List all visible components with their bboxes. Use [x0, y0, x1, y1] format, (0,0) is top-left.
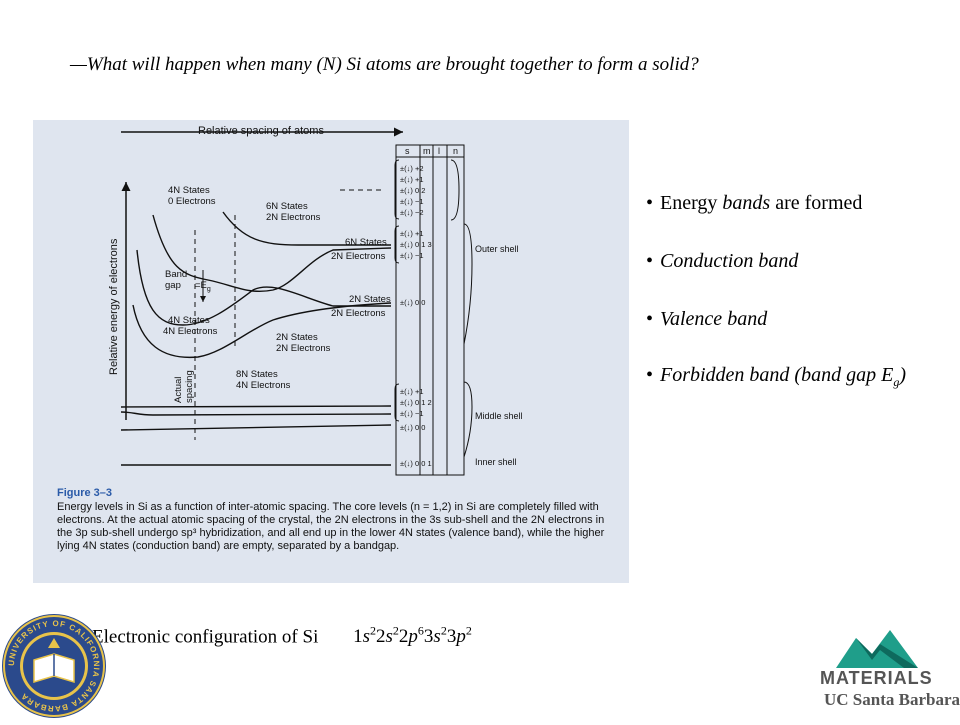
middle-shell-line-1: [120, 405, 392, 408]
y-axis-label: Relative energy of electrons: [108, 238, 120, 375]
table-row: ±(↓) +1: [400, 229, 424, 238]
label-0-electrons: 0 Electrons: [168, 196, 216, 207]
label-2n-electrons-mid: 2N Electrons: [266, 212, 321, 223]
figure-caption: Figure 3–3 Energy levels in Si as a func…: [57, 487, 617, 553]
middle-shell-label: Middle shell: [475, 411, 523, 421]
quantum-table-frame: [395, 144, 465, 476]
table-header-m: m: [423, 146, 431, 156]
table-row: ±(↓) 0 0: [400, 423, 425, 432]
materials-logo-subtitle: UC Santa Barbara: [824, 690, 960, 709]
table-row: ±(↓) −2: [400, 208, 424, 217]
band-diagram-figure: Relative spacing of atoms Relative energ…: [33, 120, 629, 583]
label-2n-states-right: 2N States: [349, 294, 391, 305]
slide-title: —What will happen when many (N) Si atoms…: [70, 54, 699, 75]
label-4n-electrons-bottom: 4N Electrons: [236, 380, 291, 391]
table-row: ±(↓) 0 0: [400, 298, 425, 307]
electron-configuration: Electronic configuration of Si 1s22s22p6…: [92, 624, 472, 648]
materials-logo: MATERIALS UC Santa Barbara: [820, 628, 960, 720]
table-row: ±(↓) 0 1 3: [400, 240, 432, 249]
electron-configuration-formula: 1s22s22p63s23p2: [353, 624, 472, 648]
table-row: ±(↓) 0 2: [400, 186, 425, 195]
label-gap: gap: [165, 280, 181, 291]
table-row: ±(↓) 0 0 1: [400, 459, 432, 468]
bullet-energy-bands: •Energy bands are formed: [646, 192, 863, 214]
materials-logo-mark: [836, 630, 918, 668]
bullet-valence-band: •Valence band: [646, 308, 768, 330]
label-2n-states-center: 2N States: [276, 332, 318, 343]
label-2n-electrons-right: 2N Electrons: [331, 251, 386, 262]
middle-brace: [394, 383, 400, 422]
outer-brace-2: [394, 225, 400, 264]
label-4n-states-low: 4N States: [168, 315, 210, 326]
upper-band-curve-2: [222, 211, 391, 246]
table-row: ±(↓) −1: [400, 251, 424, 260]
upper-band-curve: [152, 214, 392, 293]
outer-brace-1: [394, 159, 400, 220]
l-brace-outer: [450, 159, 460, 221]
table-row: ±(↓) +2: [400, 164, 424, 173]
electron-configuration-label: Electronic configuration of Si: [92, 626, 319, 648]
table-row: ±(↓) +1: [400, 175, 424, 184]
table-header-s: s: [405, 146, 410, 156]
label-6n-states-right: 6N States: [345, 237, 387, 248]
label-4n-states-top: 4N States: [168, 185, 210, 196]
top-arrow-label: Relative spacing of atoms: [198, 125, 324, 137]
label-4n-electrons: 4N Electrons: [163, 326, 218, 337]
label-spacing: spacing: [184, 370, 195, 403]
label-band: Band: [165, 269, 187, 280]
inner-shell-label: Inner shell: [475, 457, 517, 467]
label-6n-states-mid: 6N States: [266, 201, 308, 212]
figure-caption-text: Energy levels in Si as a function of int…: [57, 501, 605, 552]
table-header-n: n: [453, 146, 458, 156]
middle-shell-line-3: [120, 424, 392, 431]
middle-shell-line-2: [120, 411, 392, 416]
label-eg: =Eg: [195, 280, 211, 293]
bullet-conduction-band: •Conduction band: [646, 250, 799, 272]
table-row: ±(↓) +1: [400, 387, 424, 396]
band-diagram-svg: Relative spacing of atoms Relative energ…: [108, 125, 523, 476]
ucsb-seal-logo: UNIVERSITY OF CALIFORNIA SANTA BARBARA: [0, 612, 108, 720]
label-2n-electrons-right-2: 2N Electrons: [331, 308, 386, 319]
bullet-forbidden-band: •Forbidden band (band gap Eg): [646, 364, 906, 389]
label-actual: Actual: [173, 377, 184, 403]
table-header-l: l: [438, 146, 440, 156]
figure-caption-title: Figure 3–3: [57, 487, 113, 499]
label-2n-electrons-center: 2N Electrons: [276, 343, 331, 354]
lower-band-curve-2: [132, 302, 392, 359]
materials-logo-text: MATERIALS: [820, 668, 933, 688]
outer-shell-label: Outer shell: [475, 244, 519, 254]
lower-band-curve: [136, 249, 391, 326]
n-brace-middle: [463, 381, 473, 458]
label-8n-states: 8N States: [236, 369, 278, 380]
n-brace-outer: [463, 223, 473, 345]
table-row: ±(↓) −1: [400, 197, 424, 206]
table-row: ±(↓) −1: [400, 409, 424, 418]
table-row: ±(↓) 0 1 2: [400, 398, 432, 407]
